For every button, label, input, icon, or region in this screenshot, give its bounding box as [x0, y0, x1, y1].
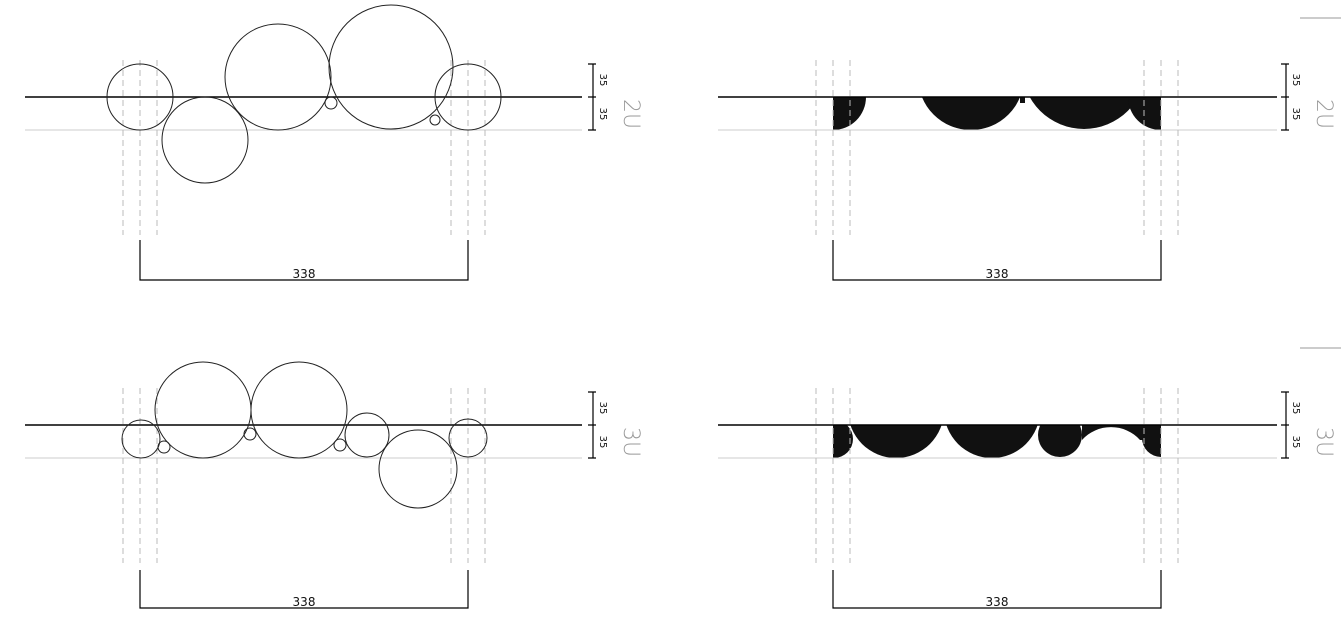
circle [224, 23, 332, 131]
svg-text:35: 35 [597, 74, 608, 87]
dimension-line: 338 [832, 570, 1162, 609]
profile-2u-drawing: 338 35 35 2U [718, 17, 1341, 281]
circle [328, 4, 454, 130]
svg-text:35: 35 [597, 436, 608, 449]
offset-scale: 35 35 2U [588, 63, 643, 131]
size-label: 3U [1311, 427, 1336, 457]
profile-fill [833, 97, 1161, 130]
dimension-line: 338 [832, 240, 1162, 281]
circle [434, 63, 502, 131]
dimension-line: 338 [139, 240, 469, 281]
circle [106, 63, 174, 131]
circle [243, 427, 257, 441]
offset-scale: 35 35 3U [1281, 391, 1336, 459]
circle [429, 114, 441, 126]
circles-3u-drawing: 338 35 35 3U [25, 361, 643, 609]
svg-text:35: 35 [597, 108, 608, 121]
dashed-guides [122, 60, 486, 235]
offset-scale: 35 35 3U [588, 391, 643, 459]
profile-3u-drawing: 338 35 35 3U [718, 347, 1341, 609]
dashed-guides [122, 388, 486, 563]
size-label: 3U [618, 427, 643, 457]
profile-fill [833, 425, 1161, 458]
svg-text:35: 35 [1290, 108, 1301, 121]
dashed-guides [815, 388, 1179, 563]
svg-text:35: 35 [1290, 74, 1301, 87]
svg-text:35: 35 [597, 402, 608, 415]
circle [161, 96, 249, 184]
dashed-guides [815, 60, 1179, 235]
offset-scale: 35 35 2U [1281, 63, 1336, 131]
circles-2u-drawing: 338 35 35 2U [25, 4, 643, 281]
svg-text:35: 35 [1290, 436, 1301, 449]
circle [448, 418, 488, 458]
circle [157, 440, 171, 454]
circle [250, 361, 348, 459]
circle [121, 419, 161, 459]
dimension-label: 338 [293, 595, 316, 609]
circle [378, 429, 458, 509]
dimension-label: 338 [986, 267, 1009, 281]
size-label: 2U [618, 99, 643, 129]
size-label: 2U [1311, 99, 1336, 129]
circle [333, 438, 347, 452]
circle [324, 96, 338, 110]
dimension-label: 338 [986, 595, 1009, 609]
dimension-line: 338 [139, 570, 469, 609]
circle [344, 412, 390, 458]
svg-text:35: 35 [1290, 402, 1301, 415]
dimension-label: 338 [293, 267, 316, 281]
